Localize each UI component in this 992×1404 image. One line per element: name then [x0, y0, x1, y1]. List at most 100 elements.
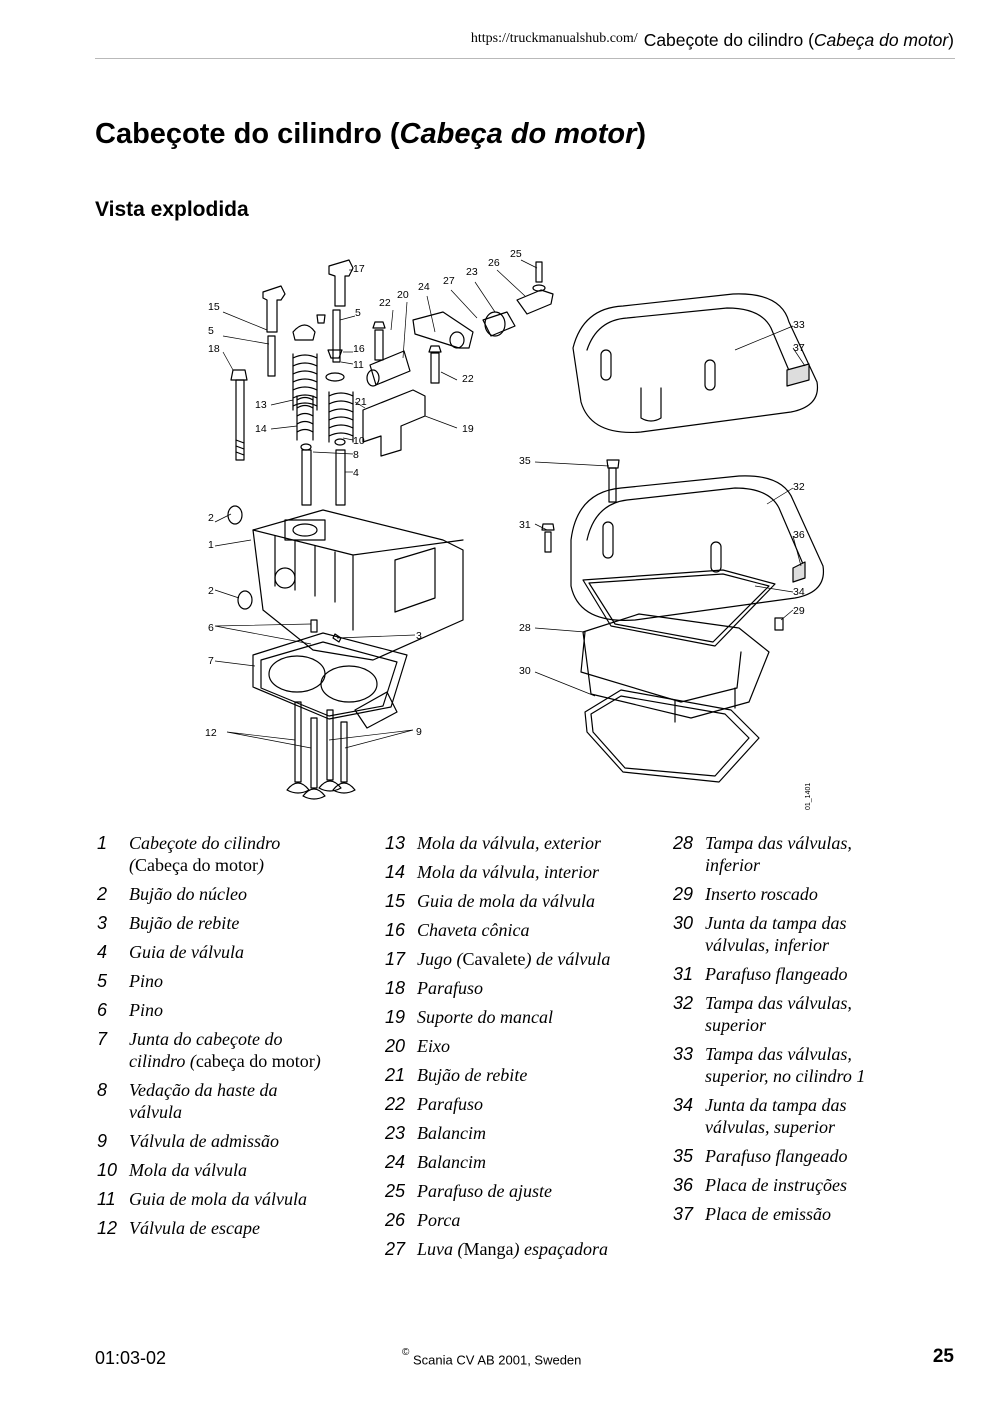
legend-text-line2-upright: cabeça do motor [195, 1051, 315, 1071]
legend-text: Guia de válvula [129, 941, 244, 963]
legend-text: Balancim [417, 1122, 486, 1144]
header-rule [95, 58, 955, 59]
legend-text-line2-upright: Cabeça do motor [135, 855, 258, 875]
legend-number: 3 [97, 913, 108, 933]
legend-text: Tampa das válvulas,superior [705, 992, 852, 1036]
callout-28: 28 [519, 622, 531, 634]
legend-number: 29 [673, 884, 694, 904]
callout-31: 31 [519, 519, 531, 531]
legend-text-main: Parafuso flangeado [705, 1146, 848, 1166]
legend-number: 20 [385, 1036, 406, 1056]
legend-text-main: Pino [129, 971, 163, 991]
legend-text: Tampa das válvulas,inferior [705, 832, 852, 876]
legend-text: Válvula de escape [129, 1217, 260, 1239]
legend-text: Placa de emissão [705, 1203, 831, 1225]
legend-text-line2: cilindro ( [129, 1051, 196, 1071]
legend-number: 27 [385, 1239, 406, 1259]
legend-text-main: Placa de instruções [705, 1175, 847, 1195]
legend-text-main: Tampa das válvulas, [705, 833, 852, 853]
legend-number: 8 [97, 1080, 108, 1100]
callout-5a: 5 [208, 325, 214, 337]
header-title-suffix: ) [948, 30, 954, 50]
callout-8: 8 [353, 449, 359, 461]
legend-number: 10 [97, 1160, 118, 1180]
callout-35: 35 [519, 455, 531, 467]
legend-text: Bujão de rebite [129, 912, 239, 934]
legend-number: 6 [97, 1000, 108, 1020]
legend-text-line2-tail: ) [314, 1051, 321, 1071]
page-header: https://truckmanualshub.com/ Cabeçote do… [471, 30, 954, 51]
legend-text: Bujão de rebite [417, 1064, 527, 1086]
callout-19: 19 [462, 423, 474, 435]
legend-text-main: Bujão de rebite [129, 913, 240, 933]
legend-text: Suporte do mancal [417, 1006, 553, 1028]
legend-text-main: Porca [417, 1210, 461, 1230]
page-title-prefix: Cabeçote do cilindro ( [95, 118, 400, 150]
callout-25: 25 [510, 248, 522, 260]
legend-text: Jugo (Cavalete) de válvula [417, 948, 610, 970]
exploded-view-diagram: 17 15 5 18 5 16 11 13 21 14 10 8 4 2 1 2… [205, 248, 825, 810]
legend-text-main: Inserto roscado [705, 884, 818, 904]
legend-item: 32 Tampa das válvulas,superior [673, 992, 913, 1036]
legend-text-line2: válvulas, inferior [705, 935, 829, 955]
legend-number: 22 [385, 1094, 406, 1114]
legend-number: 26 [385, 1210, 406, 1230]
callout-1: 1 [208, 539, 214, 551]
legend-text: Pino [129, 970, 163, 992]
header-url[interactable]: https://truckmanualshub.com/ [470, 31, 638, 46]
callout-22b: 22 [462, 373, 474, 385]
legend-text-main: Guia de válvula [129, 942, 244, 962]
legend-text-main: Bujão do núcleo [129, 884, 247, 904]
legend-text-main: Jugo ( [417, 949, 463, 969]
legend-text-line2: ( [129, 855, 135, 875]
legend-number: 36 [673, 1175, 694, 1195]
legend-text: Parafuso flangeado [705, 1145, 848, 1167]
legend-number: 7 [97, 1029, 108, 1049]
legend-number: 32 [673, 993, 694, 1013]
callout-22a: 22 [379, 297, 391, 309]
legend-number: 19 [385, 1007, 406, 1027]
diagram-code: 01_1401 [805, 783, 812, 810]
callout-26: 26 [488, 257, 500, 269]
legend-number: 23 [385, 1123, 406, 1143]
legend-text-line2: superior [705, 1015, 767, 1035]
legend-number: 17 [385, 949, 406, 969]
legend-text-main: Guia de mola da válvula [129, 1189, 307, 1209]
legend-text: Inserto roscado [705, 883, 818, 905]
legend-text-tail: ) de válvula [525, 949, 611, 969]
legend-text-main: Tampa das válvulas, [705, 993, 852, 1013]
legend-text-main: Parafuso [417, 978, 484, 998]
callout-16: 16 [353, 343, 365, 355]
legend-text-line2-tail: ) [257, 855, 264, 875]
legend-number: 13 [385, 833, 406, 853]
legend-text-main: Mola da válvula, exterior [417, 833, 601, 853]
legend-text: Placa de instruções [705, 1174, 847, 1196]
legend-number: 15 [385, 891, 406, 911]
page-title: Cabeçote do cilindro (Cabeça do motor) [95, 118, 646, 151]
legend-text-main: Cabeçote do cilindro [129, 833, 281, 853]
header-title-italic: Cabeça do motor [813, 30, 949, 50]
page-title-suffix: ) [636, 118, 647, 150]
legend-number: 24 [385, 1152, 406, 1172]
legend-text-main: Válvula de admissão [129, 1131, 279, 1151]
legend-text: Mola da válvula, exterior [417, 832, 601, 854]
legend-text-main: Suporte do mancal [417, 1007, 553, 1027]
legend-text: Parafuso de ajuste [417, 1180, 552, 1202]
callout-3: 3 [416, 630, 422, 642]
legend-text-main: Balancim [417, 1123, 486, 1143]
callout-6: 6 [208, 622, 214, 634]
legend-text-main: Eixo [417, 1036, 450, 1056]
legend-number: 33 [673, 1044, 694, 1064]
